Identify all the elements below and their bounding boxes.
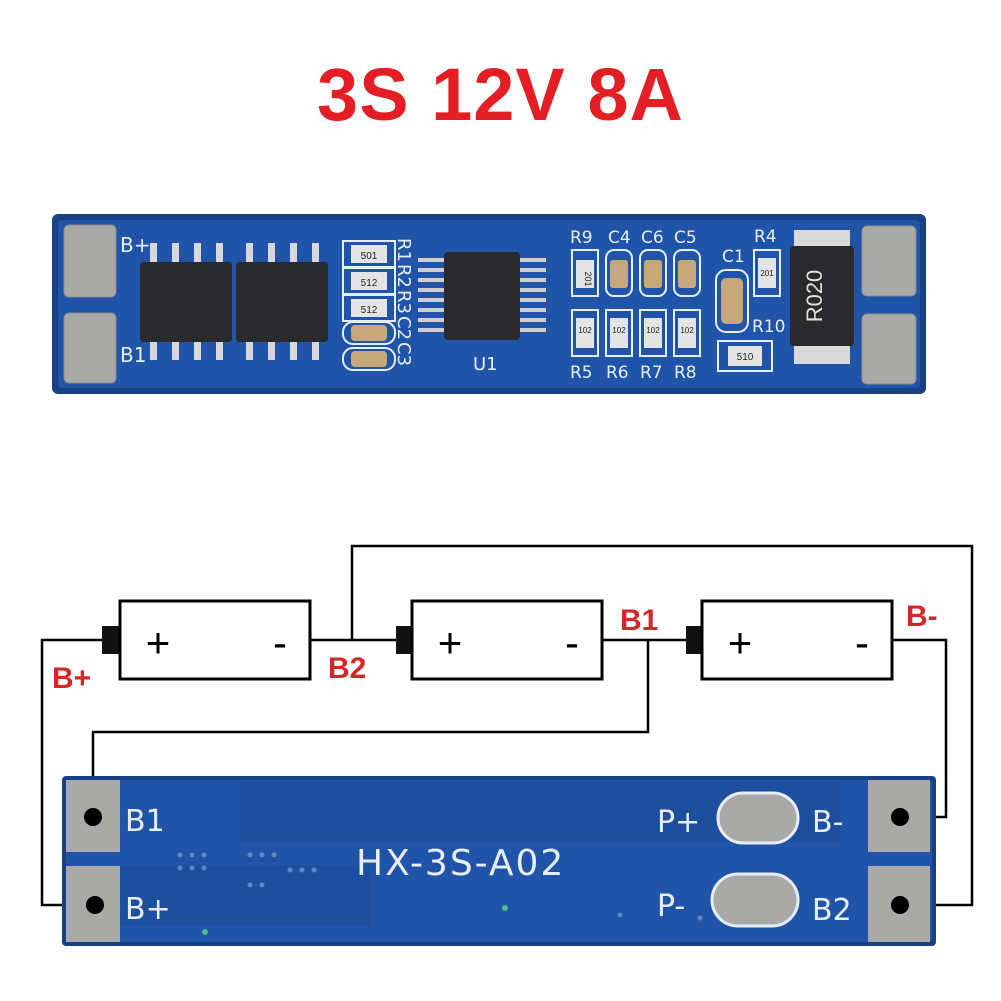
silk-b-plus: B+ bbox=[120, 233, 150, 257]
bottom-label-b-plus: B+ bbox=[125, 892, 171, 927]
code-102d: 102 bbox=[680, 326, 694, 335]
top-pad-p-plus bbox=[861, 225, 917, 297]
solder-point-b1 bbox=[84, 808, 102, 826]
pad-p-minus bbox=[710, 872, 800, 928]
top-pad-b1 bbox=[63, 312, 117, 384]
code-102a: 102 bbox=[578, 326, 592, 335]
cell-3-minus: - bbox=[855, 619, 869, 666]
silk-b1: B1 bbox=[120, 343, 146, 367]
wire-label-b-minus: B- bbox=[906, 600, 938, 633]
silk-r7: R7 bbox=[640, 363, 663, 383]
bottom-label-p-plus: P+ bbox=[657, 805, 700, 840]
upper-passives: R9 C4 C6 C5 201 bbox=[570, 228, 701, 297]
battery-cell-3: + - bbox=[686, 599, 894, 681]
lower-passives: 102 102 102 102 R5 R6 R7 R8 bbox=[570, 309, 701, 383]
silk-c6: C6 bbox=[641, 228, 664, 248]
right-components: C1 R4 201 R10 510 R020 bbox=[715, 227, 854, 372]
solder-point-b-minus bbox=[891, 808, 909, 826]
silk-r10: R10 bbox=[752, 317, 785, 337]
code-shunt: R020 bbox=[802, 270, 827, 323]
code-512b: 512 bbox=[361, 305, 378, 316]
silk-c1: C1 bbox=[722, 247, 745, 267]
resistor-column: 501 512 512 R1 R2 R3 C2 C3 bbox=[342, 238, 414, 371]
silk-r8: R8 bbox=[674, 363, 697, 383]
silk-c4: C4 bbox=[608, 228, 631, 248]
battery-cell-2: + - bbox=[396, 599, 604, 681]
top-pcb-board: B+ B1 501 bbox=[52, 214, 926, 394]
wiring bbox=[40, 544, 974, 907]
cell-1-plus: + bbox=[146, 619, 171, 666]
silk-r1: R1 bbox=[393, 238, 414, 262]
cell-2-plus: + bbox=[438, 619, 463, 666]
mosfet-1 bbox=[140, 243, 232, 360]
bottom-label-b1: B1 bbox=[125, 804, 165, 839]
silk-r5: R5 bbox=[570, 363, 593, 383]
pad-p-plus bbox=[716, 791, 800, 845]
code-512a: 512 bbox=[361, 278, 378, 289]
top-pad-p-minus bbox=[861, 313, 917, 385]
code-201a: 201 bbox=[583, 271, 593, 286]
product-title: 3S 12V 8A bbox=[317, 53, 684, 136]
silk-c3: C3 bbox=[393, 342, 414, 366]
silk-u1: U1 bbox=[473, 354, 498, 375]
cell-2-minus: - bbox=[565, 619, 579, 666]
bottom-pcb-board: B1 B+ HX-3S-A02 P+ P- B- B2 bbox=[62, 776, 936, 946]
cell-1-minus: - bbox=[273, 619, 287, 666]
u1-ic: U1 bbox=[418, 252, 546, 375]
solder-point-b2 bbox=[891, 896, 909, 914]
bottom-label-p-minus: P- bbox=[657, 889, 685, 924]
silk-r9: R9 bbox=[570, 228, 593, 248]
silk-r6: R6 bbox=[606, 363, 629, 383]
wire-label-b2: B2 bbox=[328, 652, 366, 685]
bottom-label-b2: B2 bbox=[812, 893, 852, 928]
top-pad-b-plus bbox=[63, 224, 117, 298]
silk-r2: R2 bbox=[393, 264, 414, 288]
cell-3-plus: + bbox=[728, 619, 753, 666]
code-501: 501 bbox=[361, 251, 378, 262]
wire-label-b1: B1 bbox=[620, 604, 658, 637]
code-201b: 201 bbox=[760, 269, 774, 278]
mosfet-2 bbox=[236, 243, 328, 360]
silk-r4: R4 bbox=[754, 227, 777, 247]
silk-c2: C2 bbox=[393, 316, 414, 340]
wire-label-b-plus: B+ bbox=[52, 662, 91, 695]
silk-c5: C5 bbox=[674, 228, 697, 248]
code-510: 510 bbox=[737, 352, 754, 363]
battery-cell-1: + - bbox=[102, 599, 312, 681]
bottom-model-label: HX-3S-A02 bbox=[356, 843, 565, 884]
bottom-label-b-minus: B- bbox=[812, 805, 843, 840]
code-102b: 102 bbox=[612, 326, 626, 335]
silk-r3: R3 bbox=[393, 290, 414, 314]
code-102c: 102 bbox=[646, 326, 660, 335]
solder-point-b-plus bbox=[86, 896, 104, 914]
